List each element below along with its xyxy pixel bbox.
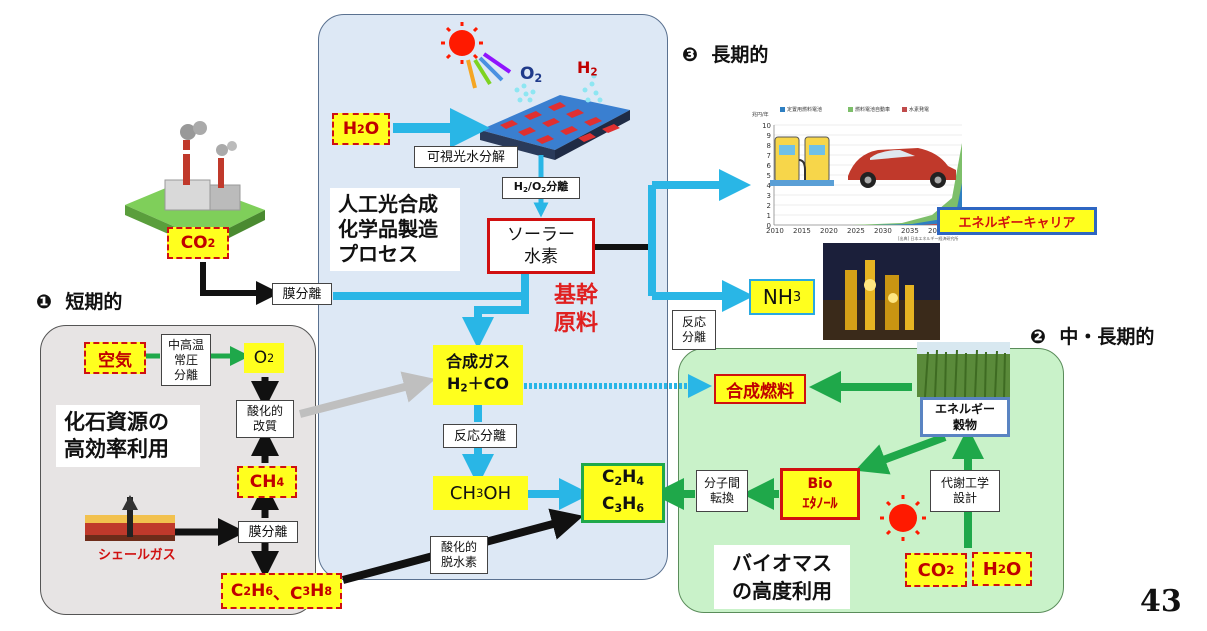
oxidative-dehydrogenation-box: 酸化的脱水素 (430, 536, 488, 574)
intermolecular-conversion-box: 分子間転換 (696, 470, 748, 512)
mini-chart-source: [出典] 日本エネルギー経済研究所 (898, 236, 959, 241)
crop-field-image (917, 342, 1010, 398)
mini-chart-xticks: 201020152020202520302035204020 (766, 227, 964, 235)
mini-chart-legend-1: 定置用燃料電池 (787, 107, 823, 113)
shale-rig-icon (85, 495, 175, 541)
page-number: 43 (1140, 584, 1182, 619)
hydrogen-gas-label: H2 (577, 58, 598, 79)
mid-temperature-separation: 中高温常圧分離 (161, 334, 211, 386)
reaction-separation-box: 反応分離 (443, 424, 517, 448)
oxygen-gas-label: O2 (520, 64, 543, 85)
oxidative-reforming-box: 酸化的改質 (236, 400, 294, 438)
shale-membrane-separation: 膜分離 (238, 521, 298, 543)
mid-long-term-heading: ❷ 中・長期的 (1030, 326, 1155, 348)
solar-hydrogen-box: ソーラー水素 (487, 218, 595, 274)
mini-chart-ylabel: 兆円/年 (752, 112, 769, 118)
metabolic-engineering-box: 代謝工学設計 (930, 470, 1000, 512)
chemical-plant-image (823, 240, 940, 340)
sun-icon (441, 22, 512, 89)
biomass-title: バイオマスの高度利用 (714, 545, 850, 609)
base-material-label: 基幹原料 (554, 283, 599, 336)
energy-carrier-box: エネルギーキャリア (937, 207, 1097, 235)
factory-membrane-separation: 膜分離 (272, 283, 332, 305)
air-box: 空気 (84, 342, 146, 374)
energy-crop-box: エネルギー穀物 (920, 397, 1010, 437)
visible-light-water-splitting: 可視光水分解 (414, 146, 518, 168)
short-term-heading: ❶ 短期的 (36, 291, 123, 313)
photocatalyst-panel-icon (480, 95, 630, 160)
artificial-photosynthesis-title: 人工光合成化学品製造プロセス (330, 188, 460, 271)
sun-icon-right (880, 495, 926, 541)
shale-gas-label: シェールガス (98, 548, 176, 563)
synthetic-fuel-box: 合成燃料 (714, 374, 806, 404)
h2-o2-separation: H2/O2分離 (502, 177, 580, 199)
fossil-resources-title: 化石資源の高効率利用 (56, 405, 200, 467)
reaction-separation-2-box: 反応分離 (672, 310, 716, 350)
gas-bubbles-icon (514, 73, 603, 103)
mini-chart-legend-2: 燃料電池自動車 (855, 107, 891, 113)
long-term-heading: ❸ 長期的 (682, 44, 769, 66)
mini-chart-svg (773, 107, 962, 226)
mini-chart-legend-3: 水素発電 (909, 107, 930, 113)
